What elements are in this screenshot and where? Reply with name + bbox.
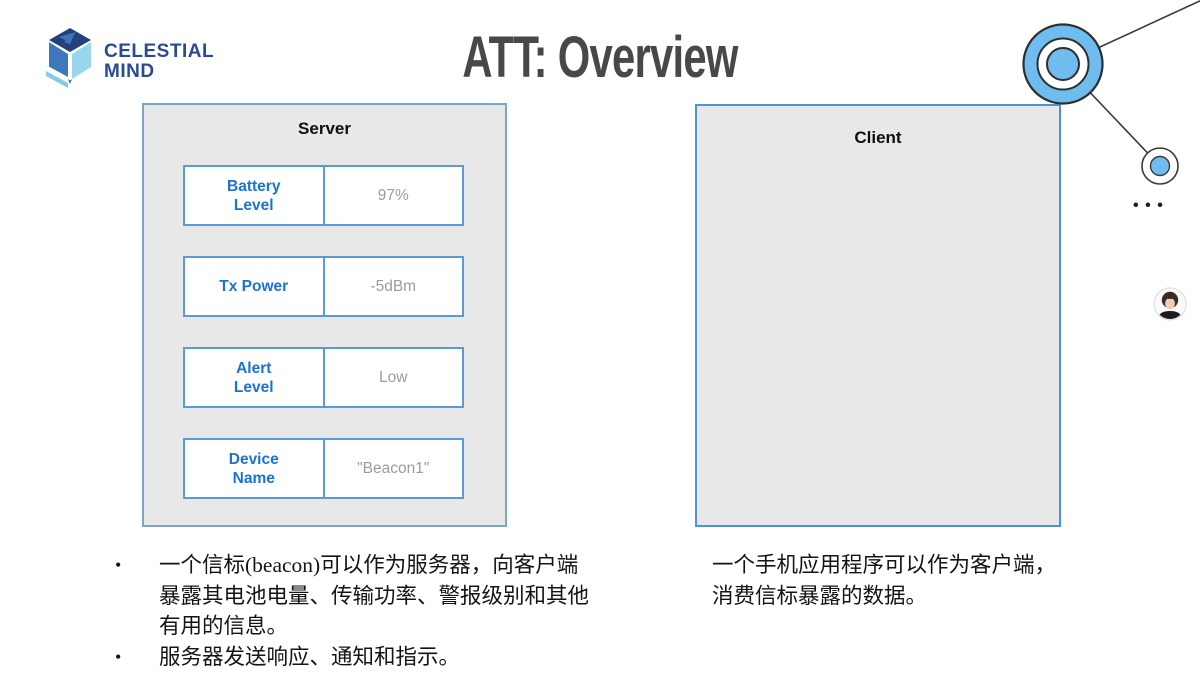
table-row: Battery Level 97%: [183, 165, 464, 226]
presenter-avatar: [1153, 287, 1187, 321]
attribute-value: 97%: [377, 186, 409, 204]
attribute-label: Tx Power: [185, 258, 325, 315]
attribute-label: Battery Level: [185, 167, 325, 224]
client-panel: Client: [695, 104, 1061, 527]
brand-name-line1: CELESTIAL: [104, 41, 215, 62]
client-panel-title: Client: [854, 128, 902, 147]
brand-name-line2: MIND: [104, 61, 155, 82]
server-panel: Server Battery Level 97% Tx Power -5dBm …: [142, 103, 507, 527]
notes-left: • 一个信标(beacon)可以作为服务器，向客户端 暴露其电池电量、传输功率、…: [108, 550, 653, 672]
list-item: • 一个信标(beacon)可以作为服务器，向客户端 暴露其电池电量、传输功率、…: [108, 550, 653, 642]
ellipsis-icon: •••: [1133, 197, 1170, 214]
bullet-text: 一个信标(beacon)可以作为服务器，向客户端 暴露其电池电量、传输功率、警报…: [159, 553, 590, 638]
page-title: ATT: Overview: [462, 25, 738, 90]
attribute-label: Device Name: [185, 440, 325, 497]
brand-name: CELESTIAL MIND: [104, 42, 214, 82]
connector-line: [1062, 63, 1161, 167]
bullseye-node-icon: [1022, 23, 1104, 105]
celestial-mind-cube-icon: [46, 28, 91, 88]
server-panel-title: Server: [298, 119, 351, 138]
table-row: Device Name "Beacon1": [183, 438, 464, 499]
bullet-icon: •: [115, 646, 122, 667]
attribute-value: Low: [379, 368, 408, 386]
list-item: • 服务器发送响应、通知和指示。: [108, 642, 653, 673]
table-row: Tx Power -5dBm: [183, 256, 464, 317]
bullet-icon: •: [115, 555, 122, 575]
brand-logo: CELESTIAL MIND: [45, 27, 214, 93]
small-node-icon: [1141, 147, 1179, 185]
bullet-text: 服务器发送响应、通知和指示。: [159, 644, 461, 669]
attribute-label: Alert Level: [185, 349, 325, 406]
notes-right: 一个手机应用程序可以作为客户端， 消费信标暴露的数据。: [712, 553, 1057, 608]
attribute-value: "Beacon1": [357, 459, 430, 477]
table-row: Alert Level Low: [183, 347, 464, 408]
connector-line: [1062, 0, 1200, 65]
attribute-value: -5dBm: [370, 277, 417, 295]
